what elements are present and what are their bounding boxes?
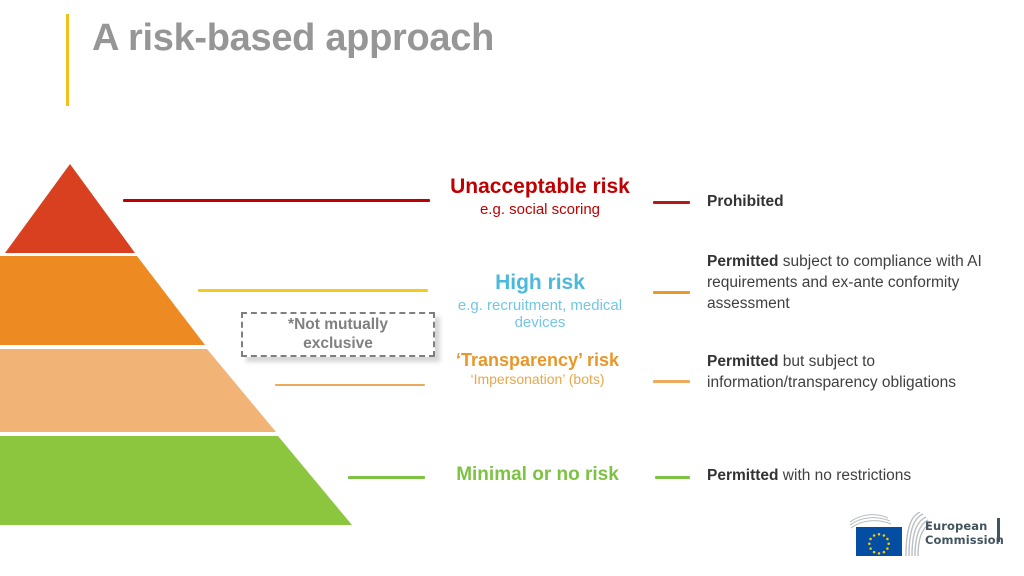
risk-pyramid <box>0 155 380 540</box>
european-commission-logo: European Commission <box>848 511 1008 558</box>
page-title: A risk-based approach <box>92 17 494 59</box>
consequence-high-bold: Permitted <box>707 253 779 270</box>
risk-label-high-sub: e.g. recruitment, medical devices <box>457 296 623 332</box>
consequence-high-rest: subject to compliance with AI requiremen… <box>707 253 982 312</box>
ec-logo-bar <box>997 518 1000 542</box>
connector-line-left-high <box>198 289 428 292</box>
connector-line-left-transparency <box>275 384 425 386</box>
risk-label-high-head: High risk <box>495 271 585 294</box>
consequence-minimal-rest: with no restrictions <box>778 467 912 484</box>
pyramid-layer-transparency <box>0 349 276 432</box>
pyramid-layer-unacceptable <box>5 164 135 253</box>
connector-line-right-high <box>653 291 690 294</box>
ec-fan-left-icon <box>849 514 892 529</box>
risk-label-unacceptable: Unacceptable risk e.g. social scoring <box>440 175 640 219</box>
not-mutually-exclusive-callout: *Not mutually exclusive <box>241 312 440 362</box>
ec-logo-text-line1: European <box>925 519 988 533</box>
title-accent-bar <box>66 14 69 106</box>
consequence-transparency-rest: but subject to information/transparency … <box>707 353 956 391</box>
eu-stars-icon <box>868 532 890 555</box>
ec-fan-right-icon <box>905 511 931 557</box>
connector-line-left-unacceptable <box>123 199 430 202</box>
ec-logo-mark <box>849 511 931 558</box>
consequence-high: Permitted subject to compliance with AI … <box>707 252 982 314</box>
pyramid-layer-high <box>0 256 205 345</box>
consequence-minimal: Permitted with no restrictions <box>707 466 987 487</box>
consequence-unacceptable: Prohibited <box>707 192 977 213</box>
risk-label-unacceptable-head: Unacceptable risk <box>450 175 630 198</box>
risk-label-high: High risk e.g. recruitment, medical devi… <box>440 271 640 332</box>
connector-line-right-transparency <box>653 380 690 383</box>
consequence-transparency: Permitted but subject to information/tra… <box>707 352 977 394</box>
risk-label-unacceptable-sub: e.g. social scoring <box>479 200 601 218</box>
risk-label-transparency-head: ‘Transparency’ risk <box>455 350 620 370</box>
risk-label-minimal-head: Minimal or no risk <box>456 464 619 485</box>
ec-logo-text: European Commission <box>925 519 1004 548</box>
eu-flag-icon <box>856 527 902 558</box>
connector-line-right-minimal <box>655 476 690 479</box>
connector-line-right-unacceptable <box>653 201 690 204</box>
consequence-transparency-bold: Permitted <box>707 353 779 370</box>
ec-logo-text-line2: Commission <box>925 533 1004 548</box>
connector-line-left-minimal <box>348 476 425 479</box>
callout-box: *Not mutually exclusive <box>241 312 435 357</box>
callout-text: *Not mutually exclusive <box>288 316 388 352</box>
risk-label-transparency: ‘Transparency’ risk ‘Impersonation’ (bot… <box>425 350 650 388</box>
callout-text-line1: *Not mutually <box>288 316 388 334</box>
risk-label-transparency-sub: ‘Impersonation’ (bots) <box>470 371 605 388</box>
pyramid-layer-minimal <box>0 436 352 525</box>
risk-label-minimal: Minimal or no risk <box>420 464 655 485</box>
consequence-unacceptable-bold: Prohibited <box>707 193 784 210</box>
consequence-minimal-bold: Permitted <box>707 467 779 484</box>
callout-text-line2: exclusive <box>303 334 373 352</box>
